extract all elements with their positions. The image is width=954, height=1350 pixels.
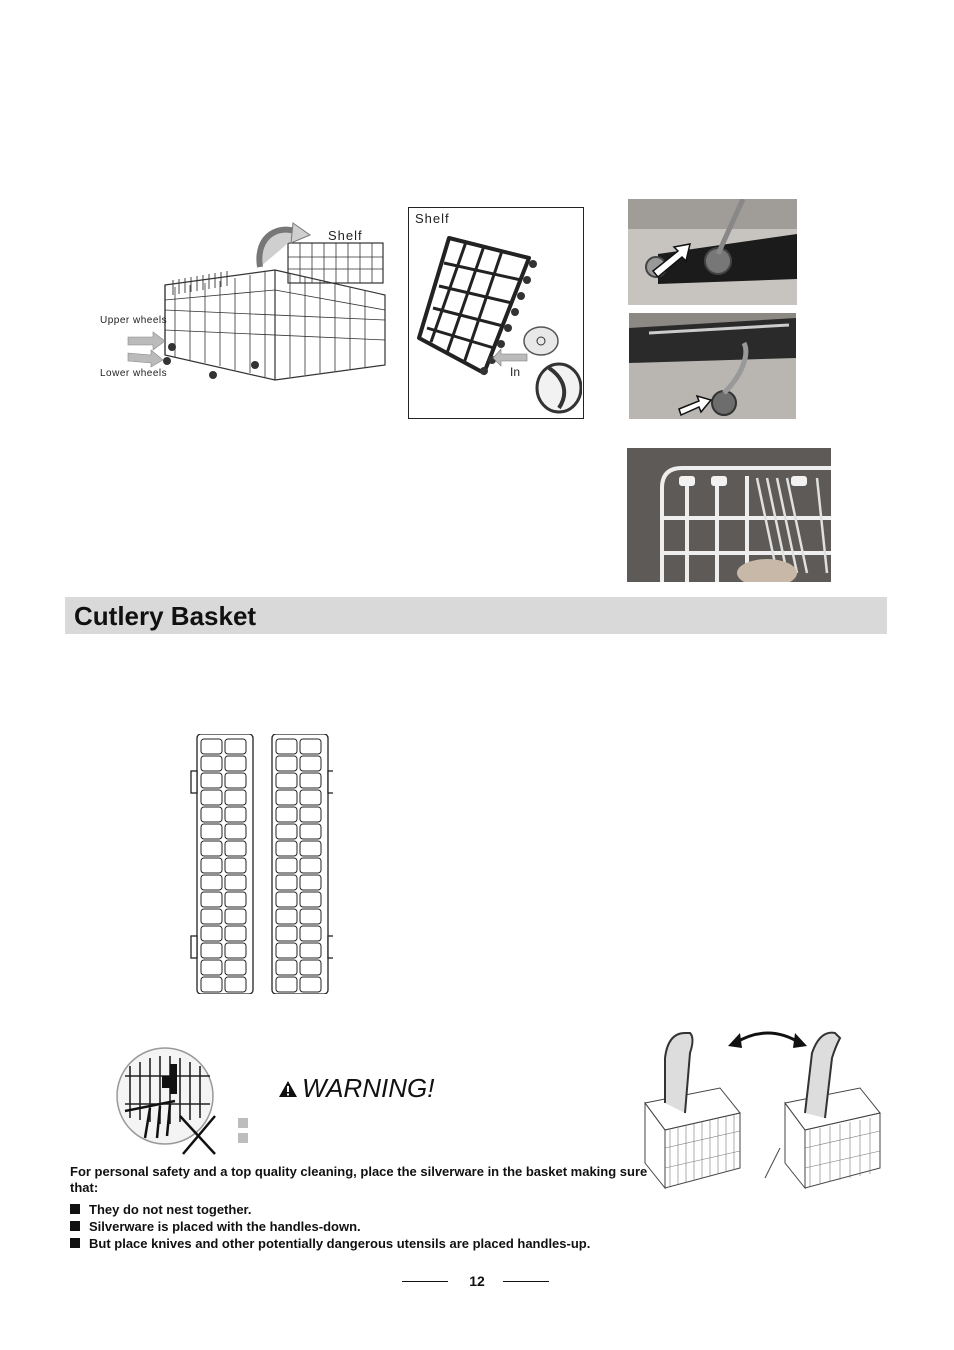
- basket-compartment: [275, 908, 298, 925]
- basket-compartment: [275, 840, 298, 857]
- shelf-drawing: [417, 236, 583, 414]
- basket-compartment: [224, 840, 247, 857]
- basket-compartment: [275, 755, 298, 772]
- decorative-square: [238, 1118, 248, 1128]
- list-item: Silverware is placed with the handles-do…: [70, 1218, 710, 1234]
- basket-compartment: [200, 738, 223, 755]
- basket-compartment: [299, 942, 322, 959]
- basket-compartment: [275, 789, 298, 806]
- cutlery-basket-handle-illustration: [640, 1018, 890, 1193]
- basket-compartment: [224, 976, 247, 993]
- basket-compartment: [224, 925, 247, 942]
- basket-compartment: [275, 806, 298, 823]
- basket-compartment: [200, 789, 223, 806]
- page-number: 12: [469, 1273, 485, 1289]
- basket-compartment: [200, 772, 223, 789]
- basket-compartment: [275, 874, 298, 891]
- basket-compartment: [275, 891, 298, 908]
- page-number-rule-right: [503, 1281, 549, 1282]
- basket-compartment: [299, 806, 322, 823]
- in-label: In: [510, 365, 521, 379]
- basket-compartment: [224, 789, 247, 806]
- basket-compartment: [224, 942, 247, 959]
- page-number-rule-left: [402, 1281, 448, 1282]
- section-header-bar: Cutlery Basket: [65, 597, 887, 634]
- basket-compartment: [200, 925, 223, 942]
- basket-compartment: [275, 925, 298, 942]
- basket-compartment: [224, 738, 247, 755]
- upper-wheels-label: Upper wheels: [100, 315, 168, 326]
- bullet-square-icon: [70, 1204, 80, 1214]
- basket-compartment: [200, 976, 223, 993]
- basket-compartment: [224, 806, 247, 823]
- basket-compartment: [200, 823, 223, 840]
- basket-compartment: [299, 976, 322, 993]
- list-item: They do not nest together.: [70, 1201, 710, 1217]
- basket-compartment: [299, 772, 322, 789]
- basket-compartment: [299, 789, 322, 806]
- basket-compartment: [200, 942, 223, 959]
- shelf-illustration: Shelf In: [408, 207, 584, 419]
- basket-compartment: [299, 857, 322, 874]
- basket-compartment: [299, 874, 322, 891]
- basket-compartment: [224, 772, 247, 789]
- basket-compartment: [224, 857, 247, 874]
- basket-compartment: [224, 959, 247, 976]
- bullet-square-icon: [70, 1221, 80, 1231]
- basket-compartment: [299, 959, 322, 976]
- list-item-text: Silverware is placed with the handles-do…: [89, 1218, 361, 1234]
- basket-compartment: [200, 755, 223, 772]
- basket-compartment: [275, 959, 298, 976]
- basket-compartment: [299, 823, 322, 840]
- basket-compartment: [299, 738, 322, 755]
- basket-compartment: [224, 874, 247, 891]
- basket-compartment: [299, 908, 322, 925]
- shelf-box-label: Shelf: [415, 211, 450, 226]
- basket-compartment: [224, 823, 247, 840]
- rack-photo: [627, 448, 831, 582]
- upper-rack-illustration: Shelf Upper wheels Lower wheels: [95, 215, 395, 390]
- basket-compartment: [275, 738, 298, 755]
- basket-compartment: [200, 891, 223, 908]
- basket-compartment: [200, 806, 223, 823]
- basket-compartment: [299, 891, 322, 908]
- lower-wheels-label: Lower wheels: [100, 368, 168, 379]
- cutlery-basket-drawing: [190, 733, 335, 995]
- list-item-text: But place knives and other potentially d…: [89, 1235, 591, 1251]
- basket-compartment: [299, 755, 322, 772]
- basket-compartment: [224, 755, 247, 772]
- basket-compartment: [200, 908, 223, 925]
- basket-compartment: [224, 891, 247, 908]
- shelf-label: Shelf: [328, 228, 363, 243]
- decorative-square: [238, 1133, 248, 1143]
- bullet-square-icon: [70, 1238, 80, 1248]
- basket-compartment: [200, 857, 223, 874]
- list-item-text: They do not nest together.: [89, 1201, 252, 1217]
- upper-rack-drawing: [127, 222, 386, 381]
- basket-compartment: [275, 823, 298, 840]
- wheel-photo-top: [628, 199, 797, 305]
- safety-intro: For personal safety and a top quality cl…: [70, 1164, 648, 1195]
- warning-title: WARNING!: [302, 1073, 435, 1103]
- basket-compartment: [200, 840, 223, 857]
- basket-compartment: [275, 857, 298, 874]
- silverware-nesting-icon: [115, 1046, 225, 1156]
- list-item: But place knives and other potentially d…: [70, 1235, 710, 1251]
- cutlery-basket-top-view: [188, 733, 335, 995]
- warning-heading: WARNING!: [278, 1073, 434, 1104]
- basket-compartment: [299, 925, 322, 942]
- basket-compartment: [200, 959, 223, 976]
- basket-compartment: [200, 874, 223, 891]
- safety-bullet-list: They do not nest together. Silverware is…: [70, 1201, 710, 1252]
- wheel-photo-bottom: [629, 313, 796, 419]
- basket-compartment: [224, 908, 247, 925]
- basket-compartment: [275, 772, 298, 789]
- basket-compartment: [275, 976, 298, 993]
- basket-compartment: [275, 942, 298, 959]
- basket-compartment: [299, 840, 322, 857]
- warning-triangle-icon: [279, 1080, 297, 1097]
- section-title: Cutlery Basket: [74, 601, 257, 631]
